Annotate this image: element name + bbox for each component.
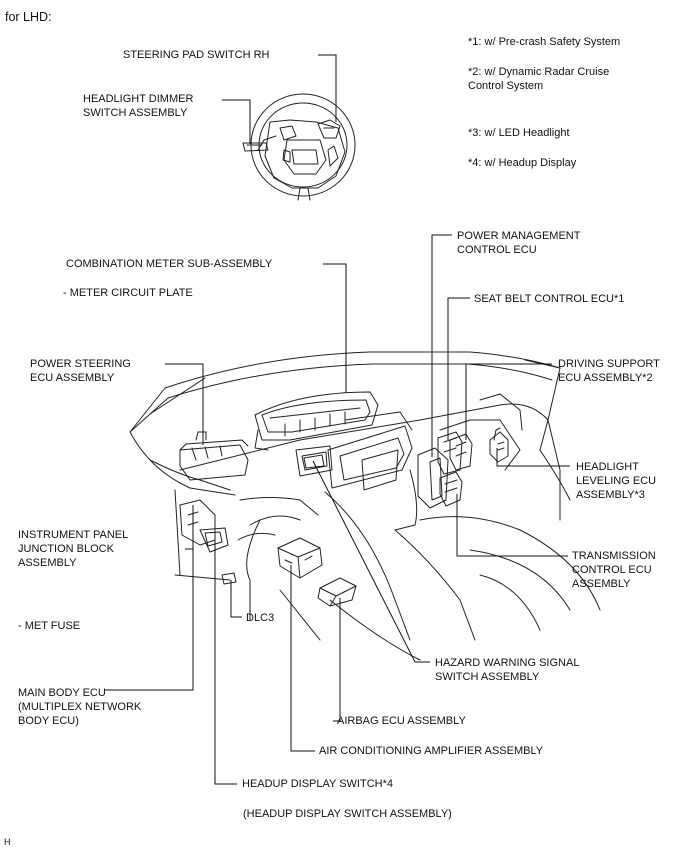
label-line: MAIN BODY ECU bbox=[18, 687, 106, 699]
label-dlc3: DLC3 bbox=[246, 611, 274, 625]
note-line: *3: w/ LED Headlight bbox=[468, 127, 570, 139]
label-line: DRIVING SUPPORT bbox=[558, 358, 660, 370]
label-power-steering-ecu: POWER STEERING ECU ASSEMBLY bbox=[30, 357, 131, 385]
transmission-ecu-illustration bbox=[439, 471, 463, 507]
label-line: ASSEMBLY*3 bbox=[576, 489, 645, 501]
label-line: JUNCTION BLOCK bbox=[18, 543, 114, 555]
label-transmission-control-ecu: TRANSMISSION CONTROL ECU ASSEMBLY bbox=[572, 549, 656, 591]
leader-dlc3 bbox=[230, 580, 242, 618]
label-line: HEADLIGHT DIMMER bbox=[83, 93, 194, 105]
label-line: SWITCH ASSEMBLY bbox=[435, 671, 540, 683]
label-meter-circuit-plate: - METER CIRCUIT PLATE bbox=[63, 286, 193, 300]
label-headlight-dimmer-switch: HEADLIGHT DIMMER SWITCH ASSEMBLY bbox=[83, 92, 193, 120]
label-line: SWITCH ASSEMBLY bbox=[83, 107, 188, 119]
note-line: *4: w/ Headup Display bbox=[468, 157, 577, 169]
ac-amplifier-illustration bbox=[277, 537, 323, 579]
note-3: *3: w/ LED Headlight bbox=[468, 126, 570, 140]
note-line: *2: w/ Dynamic Radar Cruise bbox=[468, 66, 610, 78]
leader-headup-switch bbox=[214, 540, 237, 785]
leader-junction-block bbox=[185, 505, 194, 550]
label-line: LEVELING ECU bbox=[576, 475, 657, 487]
leader-ac-amplifier bbox=[290, 565, 315, 752]
label-line: ASSEMBLY bbox=[18, 557, 77, 569]
leader-steering-pad bbox=[318, 54, 337, 122]
label-line: BODY ECU) bbox=[18, 715, 79, 727]
label-line: INSTRUMENT PANEL bbox=[18, 529, 129, 541]
label-power-management-ecu: POWER MANAGEMENT CONTROL ECU bbox=[457, 229, 580, 257]
power-steering-ecu-illustration bbox=[179, 431, 249, 481]
label-headup-display-switch: HEADUP DISPLAY SWITCH*4 bbox=[242, 777, 393, 791]
leader-power-mgmt bbox=[431, 234, 452, 457]
headlight-leveling-ecu-illustration bbox=[489, 427, 509, 463]
leader-driving-support bbox=[465, 363, 552, 440]
page-header: for LHD: bbox=[5, 10, 52, 24]
label-line: HAZARD WARNING SIGNAL bbox=[435, 657, 580, 669]
note-1: *1: w/ Pre-crash Safety System bbox=[468, 35, 620, 49]
airbag-ecu-illustration bbox=[317, 577, 357, 607]
label-instrument-panel-junction-block: INSTRUMENT PANEL JUNCTION BLOCK ASSEMBLY bbox=[18, 528, 128, 570]
label-steering-pad-switch-rh: STEERING PAD SWITCH RH bbox=[123, 48, 269, 62]
label-line: - MET FUSE bbox=[18, 620, 81, 632]
label-line: AIR CONDITIONING AMPLIFIER ASSEMBLY bbox=[319, 745, 544, 757]
leader-airbag bbox=[333, 598, 341, 722]
leader-power-steering bbox=[165, 363, 204, 445]
leader-transmission bbox=[456, 494, 568, 557]
label-driving-support-ecu: DRIVING SUPPORT ECU ASSEMBLY*2 bbox=[558, 357, 660, 385]
leader-headlight-dimmer bbox=[222, 99, 251, 144]
label-line: STEERING PAD SWITCH RH bbox=[123, 49, 270, 61]
label-line: ECU ASSEMBLY*2 bbox=[558, 372, 653, 384]
label-line: POWER MANAGEMENT bbox=[457, 230, 581, 242]
label-met-fuse: - MET FUSE bbox=[18, 619, 80, 633]
label-line: ECU ASSEMBLY bbox=[30, 372, 115, 384]
label-line: HEADUP DISPLAY SWITCH*4 bbox=[242, 778, 393, 790]
leader-seat-belt bbox=[447, 297, 470, 440]
note-4: *4: w/ Headup Display bbox=[468, 156, 576, 170]
label-line: ASSEMBLY bbox=[572, 578, 631, 590]
label-headlight-leveling-ecu: HEADLIGHT LEVELING ECU ASSEMBLY*3 bbox=[576, 460, 656, 502]
figure-code: H bbox=[4, 837, 11, 847]
label-line: POWER STEERING bbox=[30, 358, 131, 370]
label-combination-meter: COMBINATION METER SUB-ASSEMBLY bbox=[66, 257, 272, 271]
label-line: COMBINATION METER SUB-ASSEMBLY bbox=[66, 258, 273, 270]
label-line: DLC3 bbox=[246, 612, 275, 624]
label-hazard-warning-switch: HAZARD WARNING SIGNAL SWITCH ASSEMBLY bbox=[435, 656, 579, 684]
label-seat-belt-control-ecu: SEAT BELT CONTROL ECU*1 bbox=[474, 292, 624, 306]
label-line: HEADLIGHT bbox=[576, 461, 639, 473]
label-line: (HEADUP DISPLAY SWITCH ASSEMBLY) bbox=[243, 808, 452, 820]
label-airbag-ecu: AIRBAG ECU ASSEMBLY bbox=[337, 714, 466, 728]
label-main-body-ecu: MAIN BODY ECU (MULTIPLEX NETWORK BODY EC… bbox=[18, 686, 141, 728]
label-line: SEAT BELT CONTROL ECU*1 bbox=[474, 293, 625, 305]
note-line: *1: w/ Pre-crash Safety System bbox=[468, 36, 621, 48]
power-management-ecu-illustration bbox=[417, 447, 449, 509]
leader-lines bbox=[104, 54, 570, 785]
dashboard-illustration bbox=[129, 351, 601, 661]
label-line: - METER CIRCUIT PLATE bbox=[63, 287, 193, 299]
junction-block-illustration bbox=[179, 499, 229, 553]
dlc3-illustration bbox=[221, 572, 237, 585]
leader-hazard bbox=[312, 460, 430, 663]
label-line: CONTROL ECU bbox=[572, 564, 652, 576]
label-line: TRANSMISSION bbox=[572, 550, 656, 562]
label-headup-display-switch-assembly: (HEADUP DISPLAY SWITCH ASSEMBLY) bbox=[243, 807, 452, 821]
label-line: CONTROL ECU bbox=[457, 244, 537, 256]
steering-wheel-illustration bbox=[242, 93, 356, 201]
label-line: (MULTIPLEX NETWORK bbox=[18, 701, 142, 713]
leader-main-body bbox=[104, 530, 194, 691]
leader-headlight-leveling bbox=[496, 448, 570, 467]
note-line: Control System bbox=[468, 80, 544, 92]
leader-combination-meter bbox=[323, 263, 347, 393]
note-2: *2: w/ Dynamic Radar Cruise Control Syst… bbox=[468, 65, 609, 93]
label-line: AIRBAG ECU ASSEMBLY bbox=[337, 715, 466, 727]
hazard-switch-illustration bbox=[303, 454, 325, 469]
combination-meter-illustration bbox=[254, 391, 379, 451]
label-air-conditioning-amplifier: AIR CONDITIONING AMPLIFIER ASSEMBLY bbox=[319, 744, 543, 758]
